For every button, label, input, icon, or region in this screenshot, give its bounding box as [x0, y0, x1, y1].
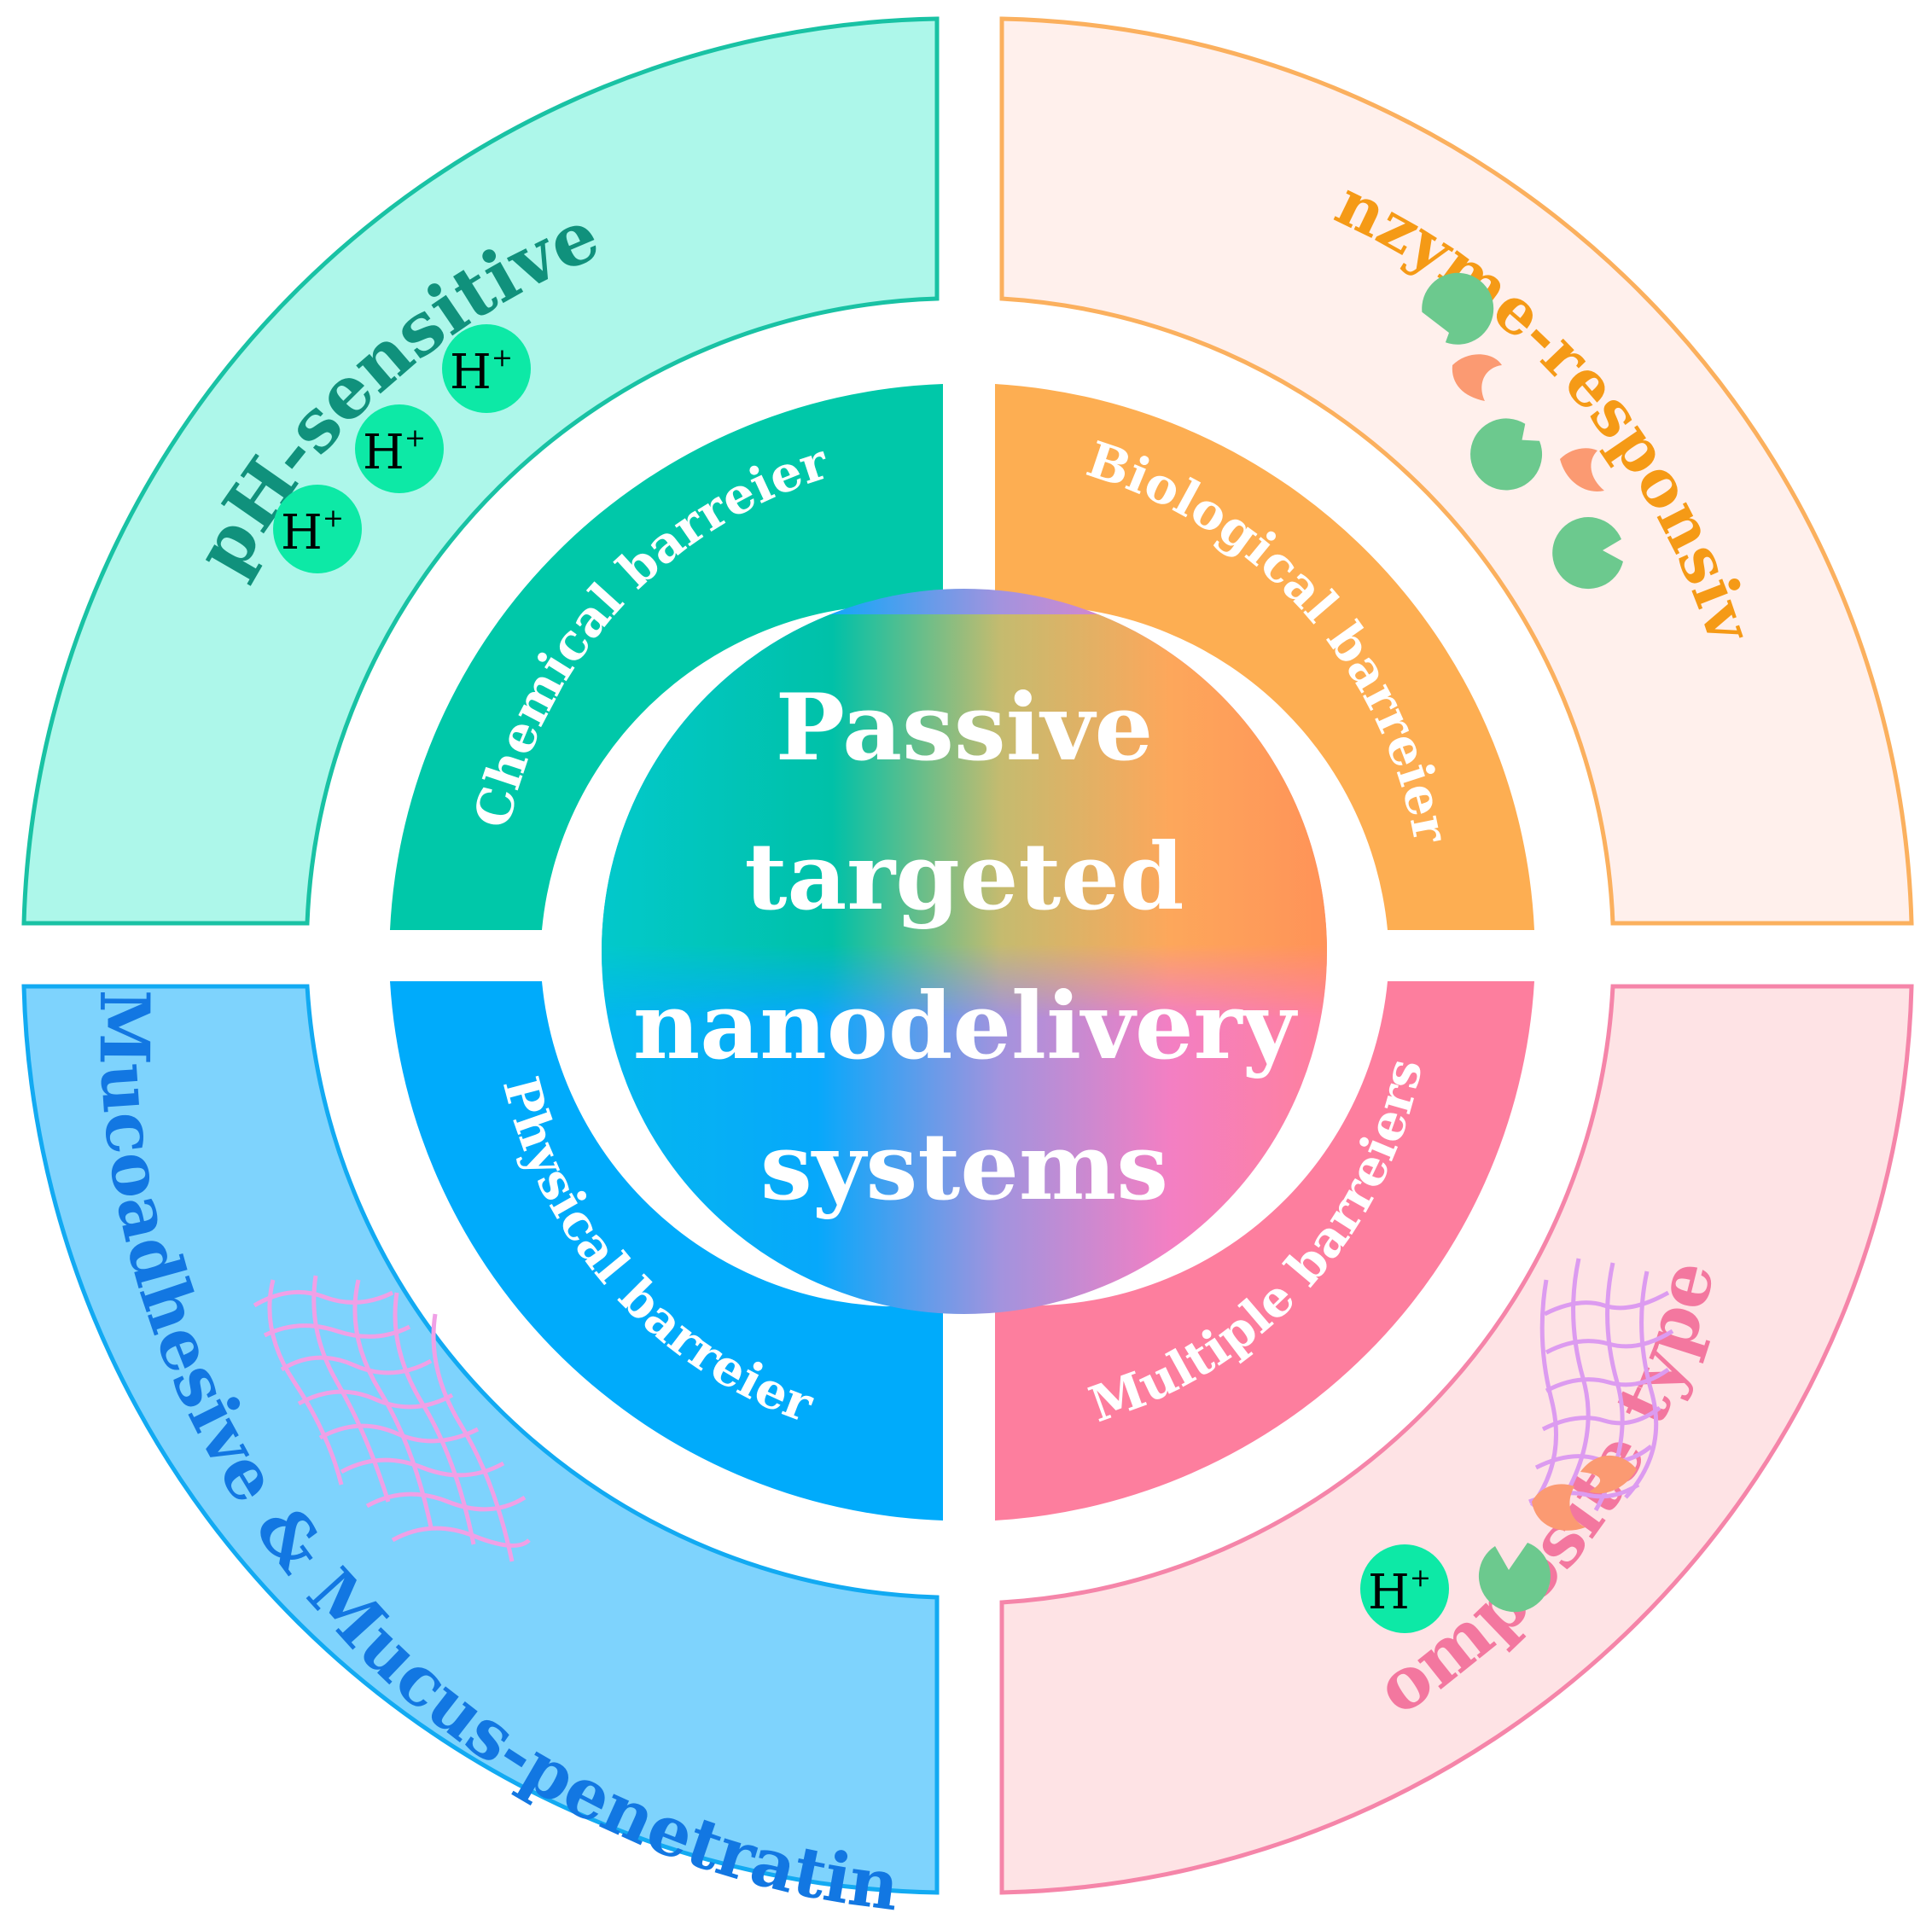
enzyme-icon — [1422, 272, 1494, 345]
center-title-line-3: nanodelivery — [633, 973, 1299, 1080]
ph-sensitive-panel — [21, 16, 940, 926]
multiple-barriers-band — [995, 981, 1534, 1521]
center-title-line-2: targeted — [744, 823, 1184, 931]
biological-barrier-band — [995, 384, 1534, 930]
enzyme-icon — [1532, 1484, 1586, 1531]
enzyme-icon — [1560, 448, 1604, 491]
mucus-mesh-icon — [253, 1275, 531, 1562]
chemical-barrier-band — [390, 384, 943, 930]
hydrogen-ion-icon: H+ — [355, 404, 444, 493]
composite-panel — [999, 984, 1914, 1895]
svg-text:H+: H+ — [1368, 1563, 1431, 1620]
mucus-panel — [21, 984, 940, 1895]
enzyme-icon — [1470, 418, 1543, 491]
center-title-line-4: systems — [760, 1113, 1168, 1221]
hydrogen-ion-icon: H+ — [273, 485, 362, 573]
svg-text:H+: H+ — [450, 343, 513, 400]
enzyme-icon — [1580, 1455, 1637, 1494]
physical-barrier-band — [390, 981, 943, 1521]
center-circle — [602, 589, 1327, 1314]
hydrogen-ion-icon: H+ — [1360, 1544, 1449, 1633]
enzyme-icon — [1478, 1543, 1551, 1613]
enzyme-icon — [1452, 354, 1502, 401]
enzyme-icon — [1552, 517, 1623, 590]
composite-mesh-icon — [1528, 1258, 1674, 1512]
svg-text:H+: H+ — [363, 423, 426, 480]
enzyme-responsive-panel — [999, 16, 1914, 926]
svg-text:H+: H+ — [281, 503, 344, 561]
center-title-line-1: Passive — [776, 674, 1153, 782]
hydrogen-ion-icon: H+ — [442, 324, 531, 413]
